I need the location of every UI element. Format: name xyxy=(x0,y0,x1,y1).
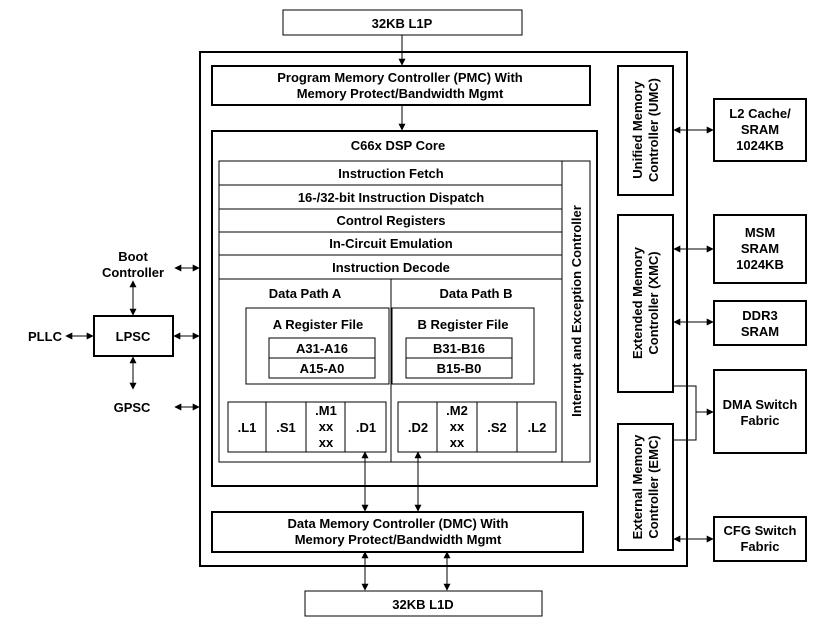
register-file-a-title: A Register File xyxy=(273,317,364,332)
datapath-b-title: Data Path B xyxy=(440,286,513,301)
xmc-box xyxy=(617,214,674,393)
unit-s1: .S1 xyxy=(276,420,296,435)
gpsc-label: GPSC xyxy=(114,400,151,415)
l1p-label: 32KB L1P xyxy=(372,16,433,31)
lpsc-box xyxy=(93,315,174,357)
reg-a-high: A31-A16 xyxy=(296,341,348,356)
pllc-label: PLLC xyxy=(28,329,63,344)
stage-in-circuit-emulation: In-Circuit Emulation xyxy=(329,236,453,251)
pmc-box xyxy=(211,65,591,106)
l1d-box xyxy=(304,590,543,617)
umc-label: Unified MemoryController (UMC) xyxy=(630,78,661,182)
pmc-label-line1: Program Memory Controller (PMC) With xyxy=(277,70,523,85)
emc-box xyxy=(617,423,674,551)
reg-b-low: B15-B0 xyxy=(437,361,482,376)
unit-s2: .S2 xyxy=(487,420,507,435)
interrupt-controller-label: Interrupt and Exception Controller xyxy=(569,205,584,417)
l1d-label: 32KB L1D xyxy=(392,597,453,612)
stage-instruction-decode: Instruction Decode xyxy=(332,260,450,275)
xmc-label: Extended MemoryController (XMC) xyxy=(630,246,661,359)
core-title: C66x DSP Core xyxy=(351,138,445,153)
reg-b-high: B31-B16 xyxy=(433,341,485,356)
unit-d2: .D2 xyxy=(408,420,428,435)
datapath-a-title: Data Path A xyxy=(269,286,342,301)
stage-instruction-fetch: Instruction Fetch xyxy=(338,166,444,181)
l1p-box xyxy=(282,9,523,36)
register-file-b-title: B Register File xyxy=(417,317,508,332)
dmc-label-line1: Data Memory Controller (DMC) With xyxy=(288,516,509,531)
cfg-switch-box xyxy=(713,516,807,562)
pipeline-stages: Instruction Fetch 16-/32-bit Instruction… xyxy=(218,160,563,280)
msm-sram-box xyxy=(713,214,807,284)
stage-instruction-dispatch: 16-/32-bit Instruction Dispatch xyxy=(298,190,484,205)
dma-switch-box xyxy=(713,369,807,454)
ddr3-sram-box xyxy=(713,300,807,346)
dmc-box xyxy=(211,511,584,553)
reg-a-low: A15-A0 xyxy=(300,361,345,376)
unit-l2: .L2 xyxy=(528,420,547,435)
unit-l1: .L1 xyxy=(238,420,257,435)
stage-control-registers: Control Registers xyxy=(336,213,445,228)
l2-cache-box xyxy=(713,98,807,162)
umc-box xyxy=(617,65,674,196)
lpsc-label: LPSC xyxy=(116,329,151,344)
unit-d1: .D1 xyxy=(356,420,376,435)
pmc-label-line2: Memory Protect/Bandwidth Mgmt xyxy=(297,86,504,101)
connectors xyxy=(65,35,714,591)
emc-label: External MemoryController (EMC) xyxy=(630,434,661,540)
interrupt-controller-box xyxy=(561,160,591,463)
dmc-label-line2: Memory Protect/Bandwidth Mgmt xyxy=(295,532,502,547)
